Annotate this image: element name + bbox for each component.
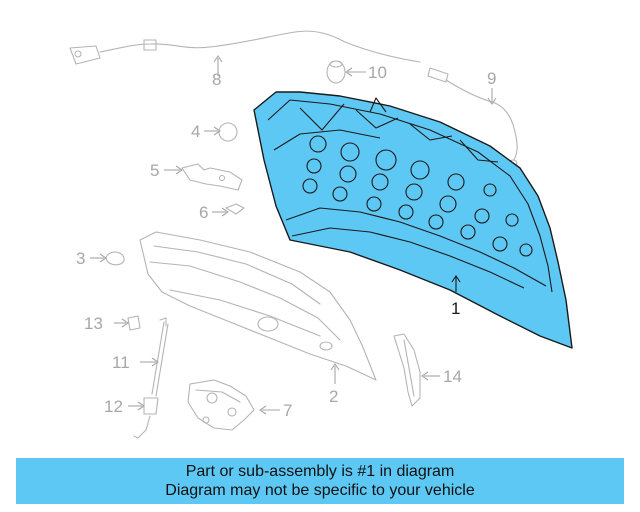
parts-diagram: 8 10 9 4 5 6 — [69, 30, 573, 439]
callout-5: 5 — [150, 161, 159, 180]
part-4-plug: 4 — [191, 122, 238, 142]
callout-2: 2 — [329, 387, 338, 406]
callout-3: 3 — [76, 249, 85, 268]
part-7-latch: 7 — [187, 379, 292, 431]
part-13-clip: 13 — [84, 314, 141, 333]
part-14-seal: 14 — [393, 333, 462, 407]
callout-6: 6 — [199, 203, 208, 222]
part-12-grommet: 12 — [104, 397, 145, 416]
part-8-cable: 8 — [69, 30, 421, 89]
callout-8: 8 — [212, 70, 221, 89]
callout-13: 13 — [84, 314, 103, 333]
info-banner: Part or sub-assembly is #1 in diagram Di… — [16, 458, 624, 504]
callout-12: 12 — [104, 397, 123, 416]
part-9-release-cable: 9 — [427, 67, 518, 167]
callout-7: 7 — [283, 401, 292, 420]
banner-line-2: Diagram may not be specific to your vehi… — [165, 482, 475, 499]
callout-4: 4 — [191, 122, 200, 141]
part-1-hood-panel: 1 — [253, 91, 573, 349]
part-5-hinge: 5 — [150, 161, 243, 191]
callout-1: 1 — [451, 299, 460, 318]
banner-line-1: Part or sub-assembly is #1 in diagram — [185, 463, 455, 480]
callout-11: 11 — [112, 353, 130, 372]
callout-9: 9 — [487, 69, 496, 88]
callout-14: 14 — [443, 367, 462, 386]
part-11-prop-rod: 11 — [112, 317, 169, 439]
part-6-clip: 6 — [199, 203, 245, 222]
callout-10: 10 — [368, 63, 387, 82]
part-2-insulator: 2 — [139, 231, 377, 406]
part-10-bumper: 10 — [326, 60, 387, 84]
part-3-cup: 3 — [76, 249, 125, 268]
